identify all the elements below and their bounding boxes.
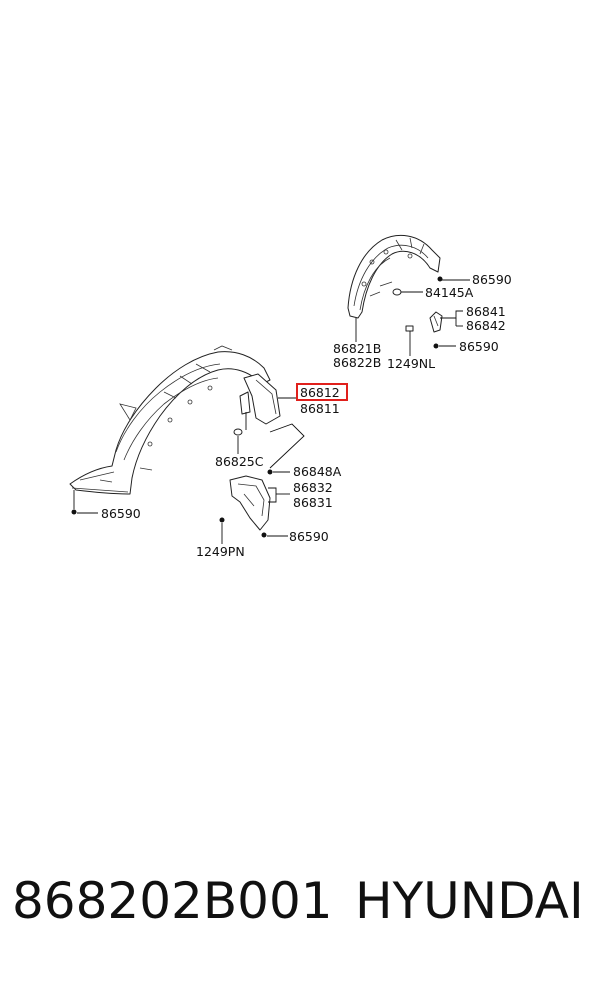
main-fender-liner [69,345,271,495]
part-labels: 86590 84145A 86841 86842 86590 86821B 86… [101,272,512,559]
label-86821B: 86821B [333,341,381,356]
label-86831: 86831 [293,495,333,510]
label-86848A: 86848A [293,464,342,479]
label-86590-left: 86590 [101,506,141,521]
label-86811: 86811 [300,401,340,416]
highlight-box-86812 [296,383,348,401]
label-86812: 86812 [300,385,340,400]
mud-guard [71,469,273,538]
label-86832: 86832 [293,480,333,495]
label-1249PN: 1249PN [196,544,245,559]
label-84145A: 84145A [425,285,474,300]
label-86842: 86842 [466,318,506,333]
part-number: 868202B001 [12,872,333,930]
label-86590-top: 86590 [472,272,512,287]
upper-small-parts [392,276,443,349]
upper-fender-liner [347,234,441,319]
label-86822B: 86822B [333,355,381,370]
label-86841: 86841 [466,304,506,319]
footer-caption: 868202B001 HYUNDAI [0,872,600,942]
label-86590-mid: 86590 [459,339,499,354]
label-86590-lower: 86590 [289,529,329,544]
brand-name: HYUNDAI [355,872,584,930]
side-bracket [233,373,281,436]
leader-lines [73,279,470,544]
label-86825C: 86825C [215,454,264,469]
label-1249NL: 1249NL [387,356,435,371]
